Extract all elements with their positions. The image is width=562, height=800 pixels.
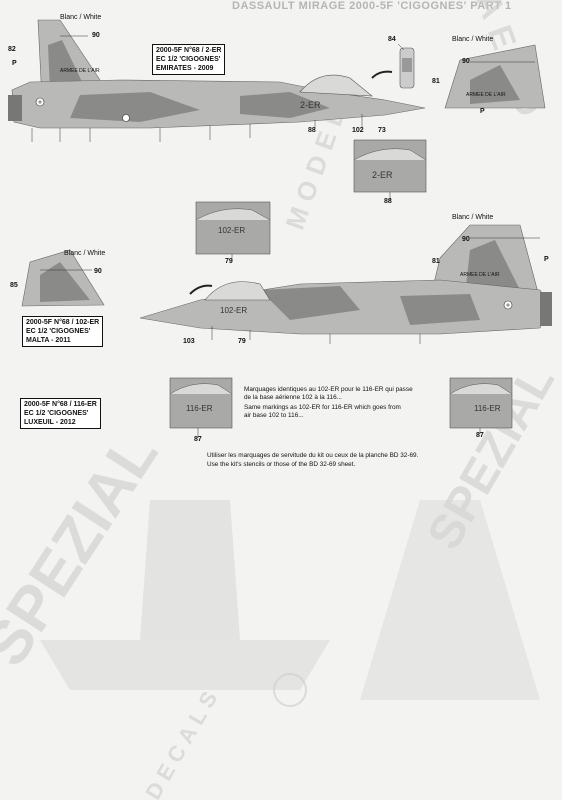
label-blanc-white-4: Blanc / White <box>64 250 106 257</box>
code-2er: 2-ER <box>300 100 321 110</box>
label-87-b: 87 <box>476 432 484 439</box>
caption-102er-line2: EC 1/2 'CIGOGNES' <box>26 328 91 335</box>
label-81-a: 81 <box>432 78 440 85</box>
label-blanc-white-1: Blanc / White <box>60 14 102 21</box>
caption-116er-line3: LUXEUIL - 2012 <box>24 419 76 426</box>
code-116er-left: 116-ER <box>186 404 213 413</box>
label-79-b: 79 <box>238 338 246 345</box>
label-90-d: 90 <box>94 268 102 275</box>
note-fr-2: de la base aérienne 102 à la 116... <box>244 394 342 401</box>
note-fr-1: Marquages identiques au 102-ER pour le 1… <box>244 386 413 393</box>
note-en-1: Same markings as 102-ER for 116-ER which… <box>244 404 401 411</box>
label-84: 84 <box>388 36 396 43</box>
label-85: 85 <box>10 282 18 289</box>
label-88-a: 88 <box>308 127 316 134</box>
armee-text-1: ARMEE DE L'AIR <box>60 68 100 74</box>
label-103: 103 <box>183 338 195 345</box>
code-116er-right: 116-ER <box>474 404 501 413</box>
label-90-b: 90 <box>462 58 470 65</box>
caption-box-102er: 2000-5F N°68 / 102-ER EC 1/2 'CIGOGNES' … <box>22 316 104 347</box>
armee-text-3: ARMEE DE L'AIR <box>460 272 500 278</box>
label-blanc-white-2: Blanc / White <box>452 36 494 43</box>
code-102er-side: 102-ER <box>220 306 248 315</box>
sheet-header-title: DASSAULT MIRAGE 2000-5F 'CIGOGNES' PART … <box>232 0 512 12</box>
caption-102er-line1: 2000-5F N°68 / 102-ER <box>26 319 100 326</box>
label-blanc-white-3: Blanc / White <box>452 214 494 221</box>
label-88-b: 88 <box>384 198 392 205</box>
label-p-c: P <box>544 256 549 263</box>
label-81-b: 81 <box>432 258 440 265</box>
caption-102er-line3: MALTA - 2011 <box>26 337 71 344</box>
label-p-a: P <box>12 60 17 67</box>
label-90-c: 90 <box>462 236 470 243</box>
code-2er-detail: 2-ER <box>372 170 393 180</box>
label-79-a: 79 <box>225 258 233 265</box>
note-en-2: air base 102 to 116... <box>244 412 304 419</box>
caption-2er-line1: 2000-5F N°68 / 2-ER <box>156 47 222 54</box>
label-87-a: 87 <box>194 436 202 443</box>
caption-box-2er: 2000-5F N°68 / 2-ER EC 1/2 'CIGOGNES' EM… <box>152 44 226 75</box>
label-90-a: 90 <box>92 32 100 39</box>
caption-116er-line1: 2000-5F N°68 / 116-ER <box>24 401 97 408</box>
code-102er-detail: 102-ER <box>218 226 246 235</box>
label-82: 82 <box>8 46 16 53</box>
stencil-note-en: Use the kit's stencils or those of the B… <box>207 461 356 468</box>
label-102: 102 <box>352 127 364 134</box>
caption-2er-line2: EC 1/2 'CIGOGNES' <box>156 56 221 63</box>
label-p-b: P <box>480 108 485 115</box>
stencil-note-fr: Utiliser les marquages de servitude du k… <box>207 452 419 459</box>
label-73: 73 <box>378 127 386 134</box>
armee-text-2: ARMEE DE L'AIR <box>466 92 506 98</box>
caption-box-116er: 2000-5F N°68 / 116-ER EC 1/2 'CIGOGNES' … <box>20 398 101 429</box>
caption-116er-line2: EC 1/2 'CIGOGNES' <box>24 410 89 417</box>
caption-2er-line3: EMIRATES - 2009 <box>156 65 214 72</box>
